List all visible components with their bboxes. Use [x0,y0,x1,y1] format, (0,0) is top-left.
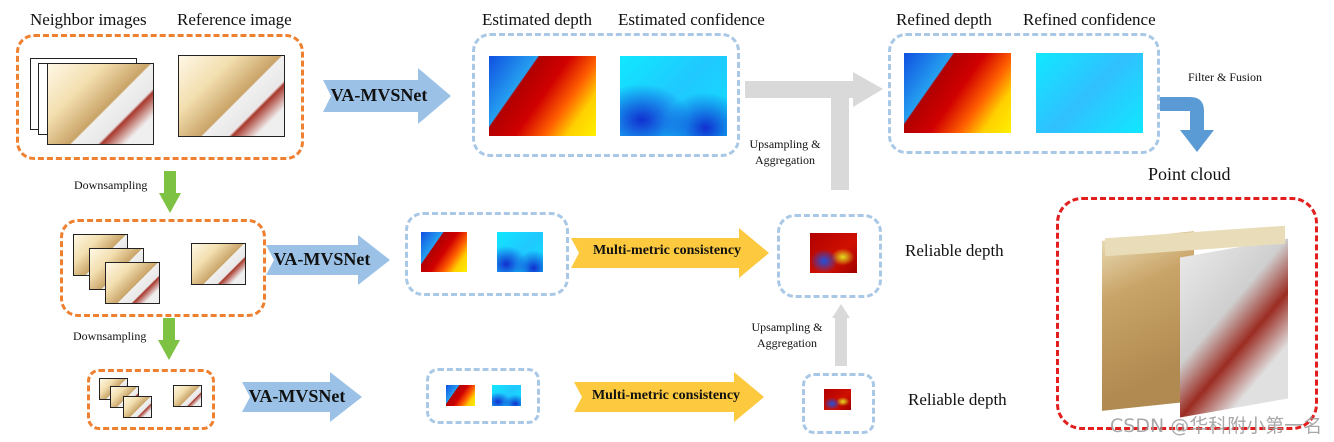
estimated-confidence-label: Estimated confidence [618,10,765,29]
downsampling-label-middle: Downsampling [74,178,148,192]
neighbor-images-label: Neighbor images [30,10,147,29]
estimated-maps-group-bottom [426,368,540,424]
estimated-maps-group-middle [405,212,569,296]
consistency-label-bottom: Multi-metric consistency [591,388,741,403]
estimated-confidence-map-middle [497,232,543,272]
va-mvsnet-label-middle: VA-MVSNet [273,249,371,269]
va-mvsnet-arrow-middle [266,235,390,285]
downsampling-label-bottom: Downsampling [73,329,147,343]
upsampling-arrow-bottom [832,304,850,366]
reliable-depth-map-middle [810,233,857,273]
va-mvsnet-label-bottom: VA-MVSNet [248,386,346,406]
reliable-depth-label-bottom: Reliable depth [908,390,1007,409]
estimated-confidence-map [620,56,727,136]
point-cloud-box-right-face [1180,238,1288,418]
refined-depth-label: Refined depth [896,10,992,29]
estimated-depth-label: Estimated depth [482,10,593,29]
upsampling-label-top-line1: Upsampling & [749,137,821,151]
reference-image-label: Reference image [177,10,292,29]
upsampling-label-top-line2: Aggregation [755,153,815,167]
neighbor-image-mid-3 [105,262,160,304]
neighbor-image-bot-3 [123,396,152,418]
reliable-depth-group-middle [777,214,882,298]
input-images-group-bottom [87,369,215,430]
upsampling-label-bottom-line2: Aggregation [757,336,817,350]
filter-fusion-label: Filter & Fusion [1188,70,1263,84]
consistency-arrow-bottom [574,372,764,422]
input-images-group-top [16,34,304,160]
input-images-group-middle [60,219,266,317]
refined-depth-map [904,53,1011,133]
reference-image-bot [173,385,202,407]
upsampling-arrow-top [745,72,883,190]
estimated-depth-map [489,56,596,136]
refined-confidence-label: Refined confidence [1023,10,1156,29]
estimated-maps-group [472,33,740,157]
point-cloud-group [1056,197,1318,430]
neighbor-image-3 [47,63,154,145]
consistency-arrow-middle [571,228,769,278]
upsampling-label-bottom-line1: Upsampling & [751,320,823,334]
estimated-depth-map-bottom [446,385,475,406]
reference-image-mid [191,243,246,285]
reliable-depth-map-bottom [824,389,851,410]
va-mvsnet-arrow-bottom [242,372,362,422]
reference-image [178,55,285,137]
reliable-depth-label-middle: Reliable depth [905,241,1004,260]
point-cloud-label: Point cloud [1148,164,1231,184]
reliable-depth-group-bottom [802,373,875,434]
consistency-label-middle: Multi-metric consistency [592,243,742,258]
estimated-depth-map-middle [421,232,467,272]
refined-confidence-map [1036,53,1143,133]
estimated-confidence-map-bottom [492,385,521,406]
refined-maps-group [888,33,1160,154]
downsampling-arrow-bottom [158,318,180,360]
upsampling-label-top: Upsampling & Aggregation [740,136,830,168]
watermark: CSDN @华科附小第一名 [1110,415,1323,437]
va-mvsnet-label-top: VA-MVSNet [330,85,428,105]
upsampling-label-bottom: Upsampling & Aggregation [742,319,832,351]
downsampling-arrow-middle [159,171,181,213]
filter-fusion-arrow [1160,97,1214,152]
va-mvsnet-arrow-top [323,68,451,124]
